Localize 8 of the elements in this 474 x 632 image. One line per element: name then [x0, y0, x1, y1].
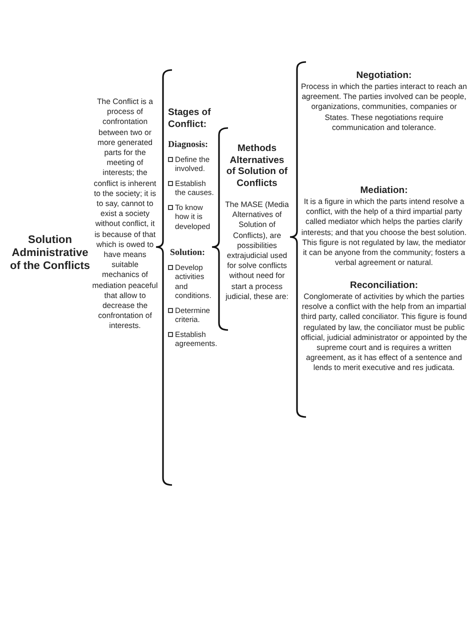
- heading: Stages of Conflict:: [168, 107, 212, 130]
- heading: Reconciliation:: [348, 280, 420, 292]
- subheading: Diagnosis:: [168, 139, 210, 150]
- heading: Methods Alternatives of Solution of Conflicts: [225, 143, 289, 189]
- heading: Mediation:: [359, 185, 409, 196]
- heading: Negotiation:: [355, 70, 413, 82]
- subheading: Solution:: [170, 247, 206, 258]
- title-text: Solution Administrative of the Conflicts: [8, 234, 92, 273]
